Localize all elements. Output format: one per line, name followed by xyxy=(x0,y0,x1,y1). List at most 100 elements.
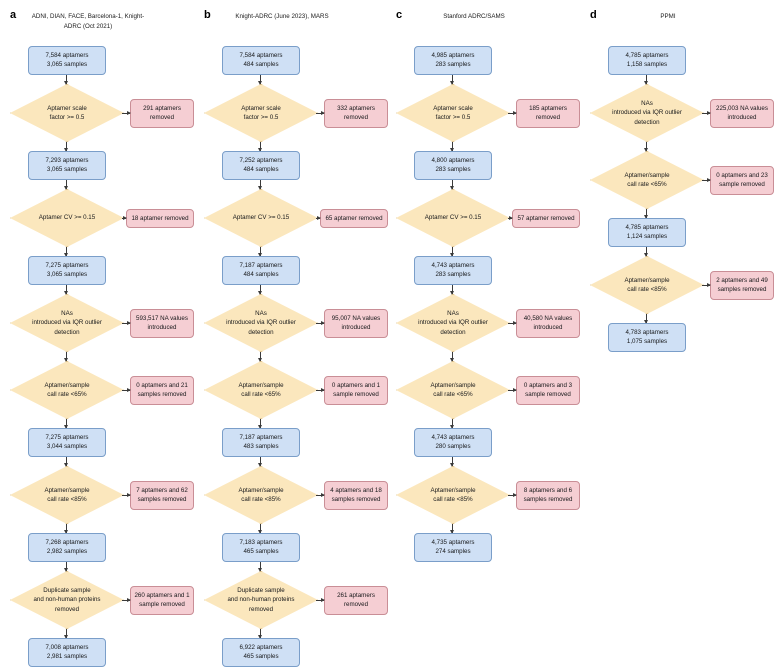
flow-connector-vertical xyxy=(643,209,649,219)
flow-connector-vertical xyxy=(63,180,69,190)
flow-connector-vertical xyxy=(63,562,69,572)
decision-label: Aptamer CV >= 0.15 xyxy=(232,214,290,222)
flow-connector-vertical xyxy=(449,419,455,429)
flow-connector-vertical xyxy=(449,352,455,362)
flow-connector-horizontal xyxy=(702,282,711,287)
flow-connector-vertical xyxy=(449,457,455,467)
panel-title: Knight-ADRC (June 2023), MARS xyxy=(235,13,329,20)
flow-connector-vertical xyxy=(449,142,455,152)
flow-connector-horizontal xyxy=(316,110,325,115)
flow-connector-horizontal xyxy=(316,492,325,497)
flow-connector-vertical xyxy=(643,75,649,85)
flow-node-removed: 65 aptamer removed xyxy=(320,209,388,229)
flow-connector-vertical xyxy=(63,352,69,362)
flow-connector-vertical xyxy=(257,285,263,295)
panel-letter: b xyxy=(204,9,211,21)
flow-connector-vertical xyxy=(63,524,69,534)
flow-connector-horizontal xyxy=(508,215,513,220)
decision-label: Aptamer CV >= 0.15 xyxy=(424,214,482,222)
flow-connector-horizontal xyxy=(122,387,131,392)
flow-node-removed: 18 aptamer removed xyxy=(126,209,194,229)
panel-title: Stanford ADRC/SAMS xyxy=(443,13,505,20)
panel-title: ADNI, DIAN, FACE, Barcelona-1, Knight-AD… xyxy=(31,13,145,30)
flow-connector-vertical xyxy=(257,352,263,362)
flow-connector-horizontal xyxy=(702,177,711,182)
flow-connector-vertical xyxy=(63,285,69,295)
flow-connector-vertical xyxy=(643,314,649,324)
flow-connector-vertical xyxy=(643,247,649,257)
flow-connector-horizontal xyxy=(316,320,325,325)
flow-connector-horizontal xyxy=(702,110,711,115)
panel-title: PPMI xyxy=(660,13,676,20)
decision-label: Aptamer CV >= 0.15 xyxy=(38,214,96,222)
flow-connector-vertical xyxy=(257,75,263,85)
flow-connector-vertical xyxy=(449,75,455,85)
flow-node-decision: Aptamer CV >= 0.15 xyxy=(396,189,510,247)
flow-connector-vertical xyxy=(63,75,69,85)
flow-connector-horizontal xyxy=(122,215,127,220)
flow-connector-vertical xyxy=(63,142,69,152)
flow-connector-horizontal xyxy=(508,110,517,115)
panel-letter: a xyxy=(10,9,17,21)
panel-letter: d xyxy=(590,9,597,21)
flow-connector-horizontal xyxy=(316,597,325,602)
flow-connector-vertical xyxy=(63,629,69,639)
flow-connector-vertical xyxy=(257,562,263,572)
flow-node-decision: Aptamer CV >= 0.15 xyxy=(204,189,318,247)
flow-connector-horizontal xyxy=(508,387,517,392)
flow-connector-vertical xyxy=(449,247,455,257)
